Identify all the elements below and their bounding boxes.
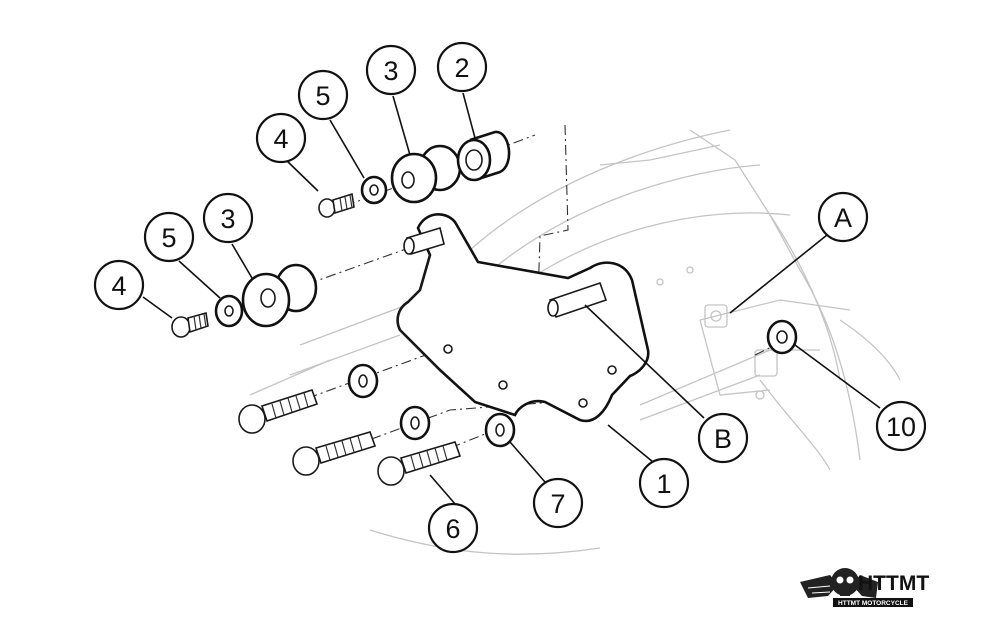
long-screw-middle [292,431,377,476]
callout-10: 10 [875,400,927,452]
callout-1: 1 [638,457,690,509]
mounting-bracket [396,213,650,423]
callout-6: 6 [427,502,479,554]
callout-label: 5 [315,81,330,111]
callout-label: A [834,203,852,233]
washers [347,319,798,448]
upper-spacer [456,130,511,182]
callout-label: 3 [383,56,398,86]
long-screw-bottom [377,441,462,486]
callout-5-lower: 5 [143,211,195,263]
upper-screw [318,192,355,218]
upper-washer [360,175,388,205]
callout-label: 2 [454,53,469,83]
callout-label: 3 [220,204,235,234]
callout-label: 5 [161,223,176,253]
callout-label: B [714,424,732,454]
callout-2: 2 [436,41,488,93]
callout-label: 7 [550,489,565,519]
callout-label: 4 [273,124,288,154]
leader-lines [142,92,881,506]
callout-4-upper: 4 [255,112,307,164]
callout-3-upper: 3 [365,44,417,96]
callout-label: 10 [886,412,916,442]
logo-brand-text: HTTMT [858,572,929,595]
winged-skull-icon [800,568,878,598]
long-screw-top [238,389,319,434]
callout-4-lower: 4 [93,259,145,311]
callout-label: 4 [111,271,126,301]
callout-3-lower: 3 [202,192,254,244]
lower-screw [171,311,209,338]
callout-label: 6 [445,514,460,544]
upper-grommet [390,144,462,204]
lower-washer [214,294,244,328]
lower-grommet [241,263,318,328]
callout-B: B [697,412,749,464]
httmt-logo: HTTMT HTTMT MOTORCYCLE [800,568,929,607]
callout-A: A [817,191,869,243]
callout-5-upper: 5 [297,69,349,121]
logo-tagline-text: HTTMT MOTORCYCLE [838,600,909,607]
callout-label: 1 [656,469,671,499]
callout-7: 7 [532,477,584,529]
